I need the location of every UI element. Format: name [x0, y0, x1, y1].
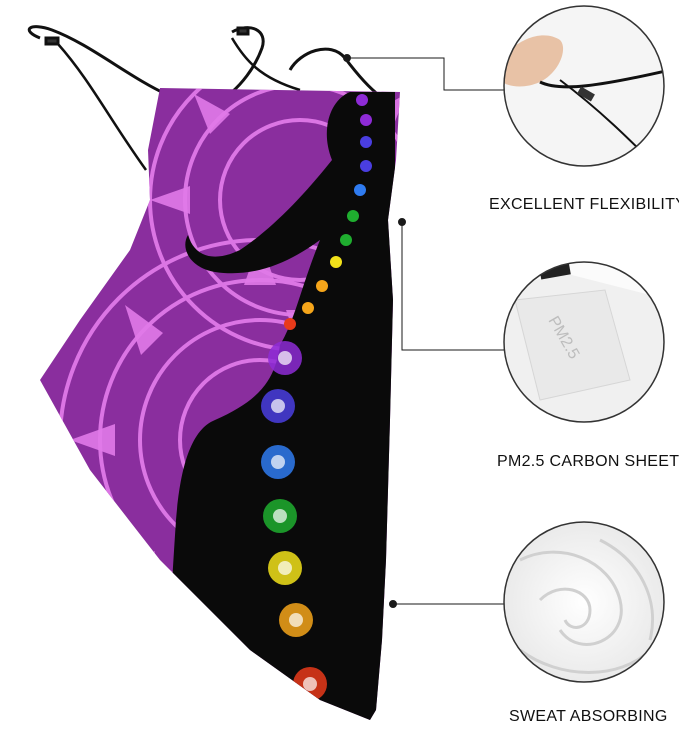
- chakra-dot-small: [354, 184, 366, 196]
- chakra-dot-core: [278, 351, 292, 365]
- chakra-dot-core: [303, 677, 317, 691]
- chakra-points: [261, 94, 372, 701]
- chakra-dot-small: [302, 302, 314, 314]
- chakra-dot-small: [316, 280, 328, 292]
- chakra-dot-small: [360, 160, 372, 172]
- soft-fabric-icon: [503, 521, 665, 683]
- leader-lines: [343, 54, 505, 608]
- chakra-dot-core: [278, 561, 292, 575]
- chakra-dot-core: [271, 399, 285, 413]
- chakra-dot-small: [340, 234, 352, 246]
- chakra-dot-small: [360, 114, 372, 126]
- chakra-dot-core: [271, 455, 285, 469]
- chakra-dot-core: [289, 613, 303, 627]
- chakra-dot-small: [330, 256, 342, 268]
- chakra-dot-small: [356, 94, 368, 106]
- mask-body: [40, 88, 400, 720]
- chakra-dot-small: [347, 210, 359, 222]
- chakra-dot-core: [273, 509, 287, 523]
- chakra-dot-small: [284, 318, 296, 330]
- feature-label-carbon-sheet: PM2.5 CARBON SHEET: [497, 453, 679, 470]
- chakra-dot-small: [360, 136, 372, 148]
- elastic-cord-adjuster-icon: [503, 5, 665, 167]
- feature-label-sweat-absorbing: SWEAT ABSORBING: [509, 708, 668, 725]
- feature-label-flexibility: EXCELLENT FLEXIBILITY: [489, 196, 679, 213]
- carbon-filter-sheet-icon: PM2.5: [503, 261, 665, 423]
